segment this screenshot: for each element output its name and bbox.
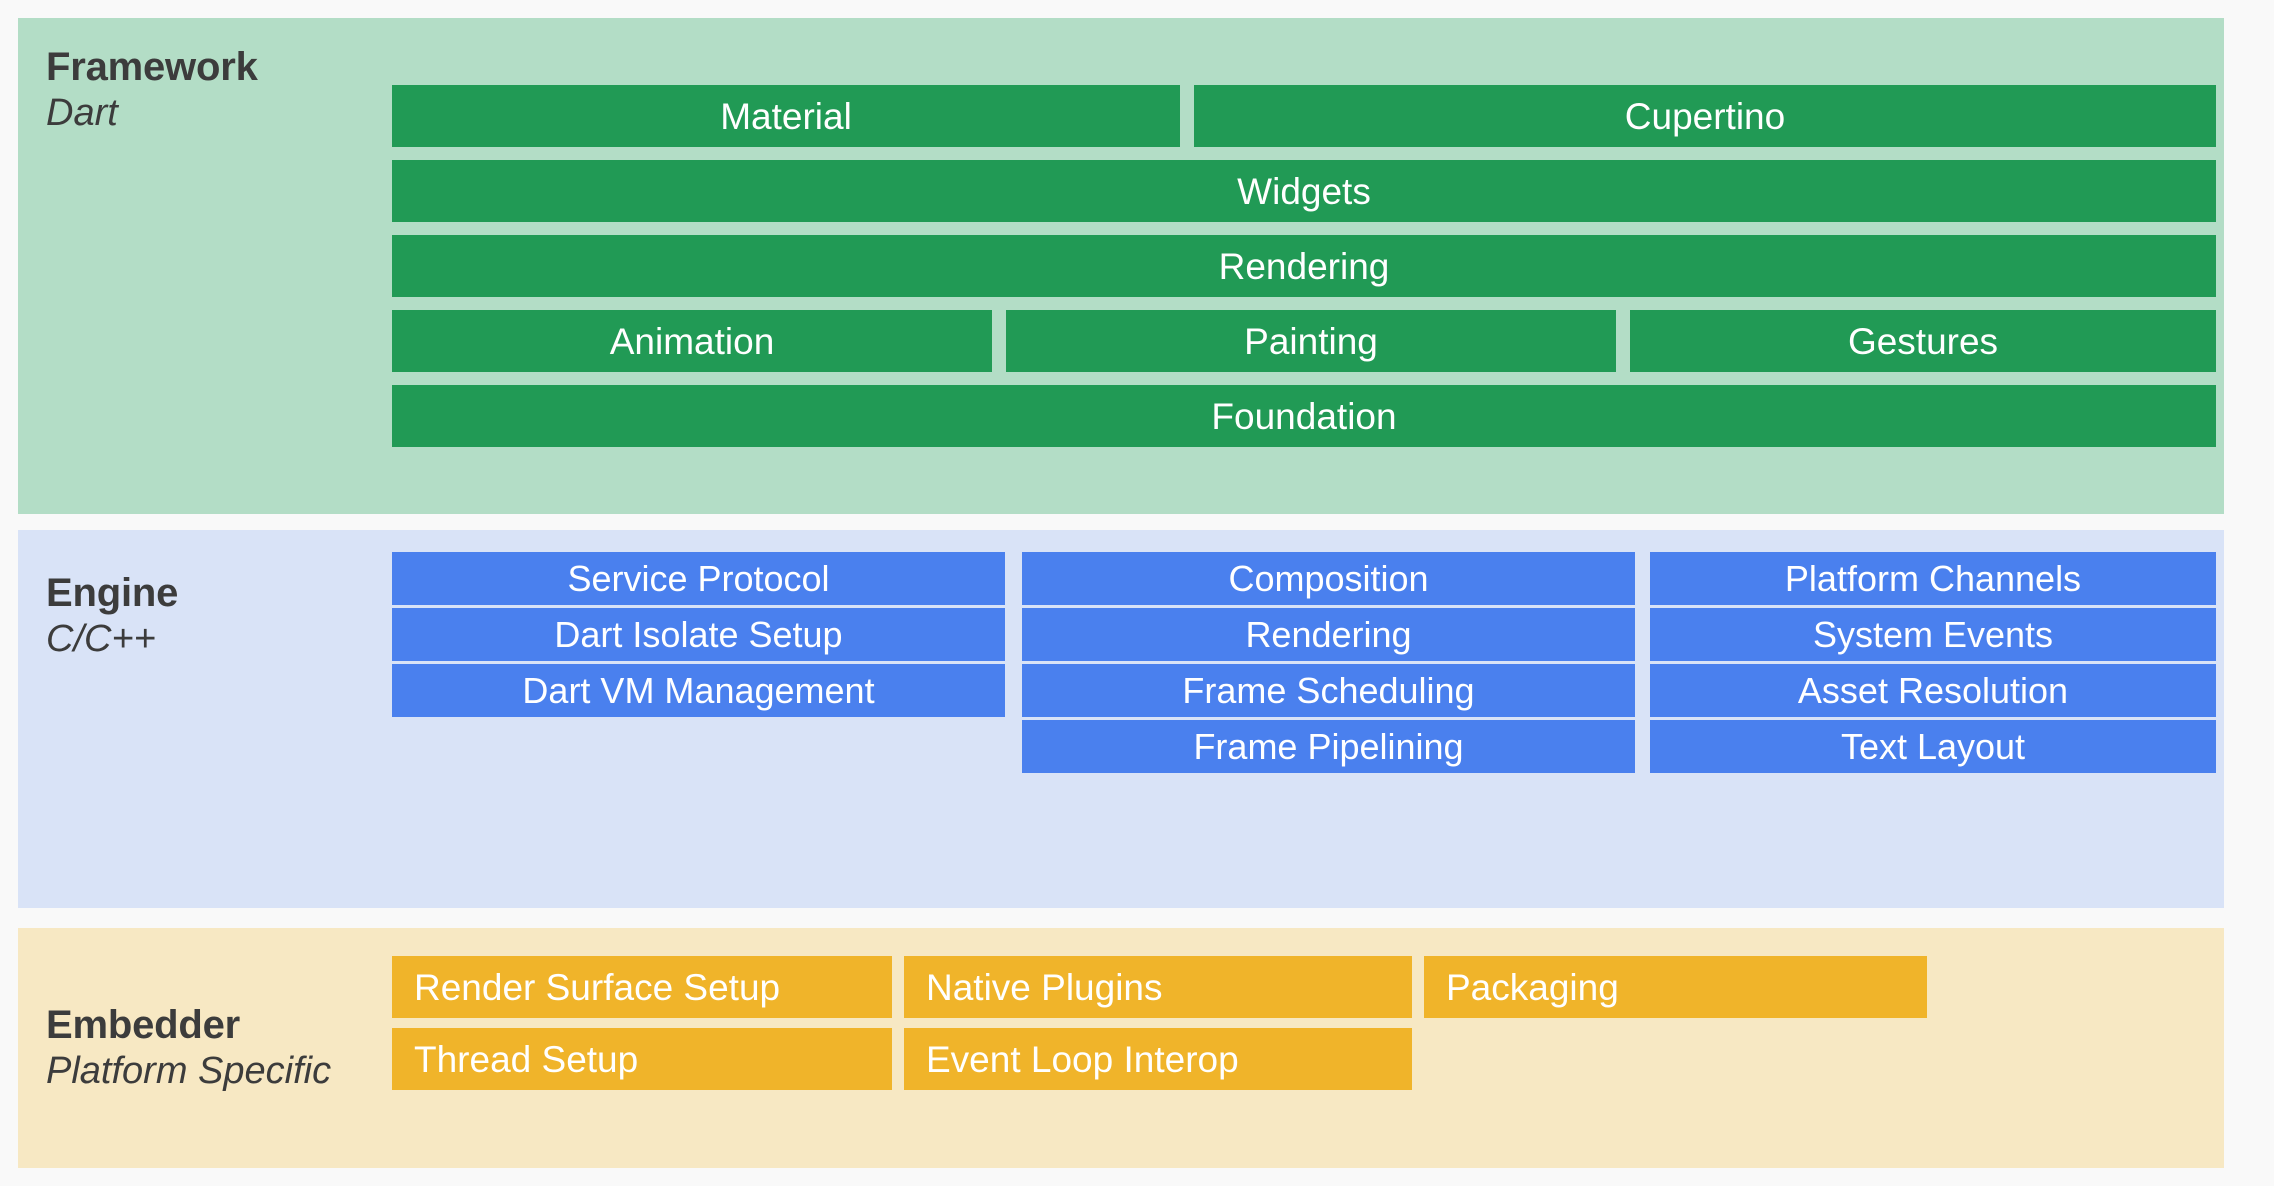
module-system-events[interactable]: System Events (1650, 608, 2216, 661)
layer-embedder-label: Embedder Platform Specific (18, 928, 392, 1168)
module-animation[interactable]: Animation (392, 310, 992, 372)
module-service-protocol[interactable]: Service Protocol (392, 552, 1005, 605)
module-rendering-engine[interactable]: Rendering (1022, 608, 1635, 661)
module-rendering-framework[interactable]: Rendering (392, 235, 2216, 297)
module-asset-resolution[interactable]: Asset Resolution (1650, 664, 2216, 717)
framework-row-4: Animation Painting Gestures (392, 310, 2216, 372)
spacer (1180, 85, 1194, 147)
module-thread-setup[interactable]: Thread Setup (392, 1028, 892, 1090)
embedder-row-2: Thread Setup Event Loop Interop (392, 1028, 2216, 1090)
module-dart-vm-management[interactable]: Dart VM Management (392, 664, 1005, 717)
layer-engine-content: Service Protocol Dart Isolate Setup Dart… (392, 530, 2224, 908)
module-widgets[interactable]: Widgets (392, 160, 2216, 222)
layer-framework: Framework Dart Material Cupertino Widget… (18, 18, 2224, 514)
layer-framework-subtitle: Dart (46, 92, 118, 135)
layer-engine: Engine C/C++ Service Protocol Dart Isola… (18, 530, 2224, 908)
engine-column-middle: Composition Rendering Frame Scheduling F… (1022, 552, 1635, 773)
layer-embedder-subtitle: Platform Specific (46, 1050, 332, 1093)
layer-embedder-title: Embedder (46, 1002, 241, 1047)
layer-engine-subtitle: C/C++ (46, 618, 156, 661)
framework-row-1: Material Cupertino (392, 85, 2216, 147)
module-cupertino[interactable]: Cupertino (1194, 85, 2216, 147)
module-packaging[interactable]: Packaging (1424, 956, 1927, 1018)
module-platform-channels[interactable]: Platform Channels (1650, 552, 2216, 605)
module-text-layout[interactable]: Text Layout (1650, 720, 2216, 773)
spacer (1616, 310, 1630, 372)
layer-engine-label: Engine C/C++ (18, 530, 392, 908)
framework-row-5: Foundation (392, 385, 2216, 447)
module-frame-pipelining[interactable]: Frame Pipelining (1022, 720, 1635, 773)
layer-framework-label: Framework Dart (18, 18, 392, 514)
engine-column-right: Platform Channels System Events Asset Re… (1650, 552, 2216, 773)
layer-framework-title: Framework (46, 45, 258, 89)
module-composition[interactable]: Composition (1022, 552, 1635, 605)
module-gestures[interactable]: Gestures (1630, 310, 2216, 372)
module-dart-isolate-setup[interactable]: Dart Isolate Setup (392, 608, 1005, 661)
framework-row-3: Rendering (392, 235, 2216, 297)
module-render-surface-setup[interactable]: Render Surface Setup (392, 956, 892, 1018)
embedder-row-1: Render Surface Setup Native Plugins Pack… (392, 956, 2216, 1018)
spacer (992, 310, 1006, 372)
module-native-plugins[interactable]: Native Plugins (904, 956, 1412, 1018)
layer-framework-content: Material Cupertino Widgets Rendering Ani… (392, 18, 2224, 514)
module-frame-scheduling[interactable]: Frame Scheduling (1022, 664, 1635, 717)
layer-engine-title: Engine (46, 571, 179, 615)
module-foundation[interactable]: Foundation (392, 385, 2216, 447)
engine-grid: Service Protocol Dart Isolate Setup Dart… (392, 552, 2216, 773)
layer-embedder-content: Render Surface Setup Native Plugins Pack… (392, 928, 2224, 1168)
engine-column-left: Service Protocol Dart Isolate Setup Dart… (392, 552, 1005, 717)
module-event-loop-interop[interactable]: Event Loop Interop (904, 1028, 1412, 1090)
module-painting[interactable]: Painting (1006, 310, 1616, 372)
module-material[interactable]: Material (392, 85, 1180, 147)
layer-embedder: Embedder Platform Specific Render Surfac… (18, 928, 2224, 1168)
framework-row-2: Widgets (392, 160, 2216, 222)
